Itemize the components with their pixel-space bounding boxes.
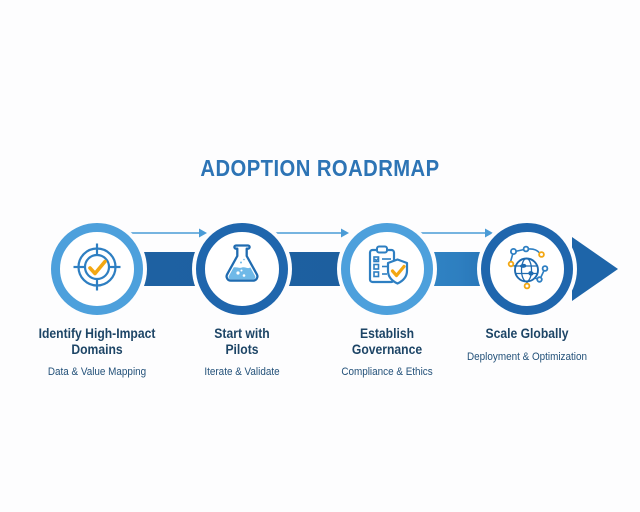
globe-network-icon	[501, 241, 553, 298]
page-title: ADOPTION ROADRMAP	[200, 155, 440, 181]
step-3-subtitle: Compliance & Ethics	[341, 366, 433, 379]
step-4-title: Scale Globally	[485, 326, 569, 341]
connector-arrow-1-icon	[130, 226, 208, 240]
clipboard-shield-icon	[361, 241, 413, 298]
step-4-subtitle: Deployment & Optimization	[467, 350, 587, 363]
step-4-label: Scale Globally Deployment & Optimization	[451, 326, 604, 363]
step-3-label: Establish Governance Compliance & Ethics	[311, 326, 464, 378]
step-2-subtitle: Iterate & Validate	[204, 366, 280, 379]
step-1-label: Identify High-Impact Domains Data & Valu…	[21, 326, 174, 378]
roadmap-band-arrowhead-icon	[572, 237, 618, 301]
connector-arrow-2-icon	[272, 226, 350, 240]
step-circle-4	[481, 223, 573, 315]
connector-arrow-3-icon	[416, 226, 494, 240]
target-check-icon	[71, 241, 123, 298]
flask-icon	[216, 241, 268, 298]
step-circle-2	[196, 223, 288, 315]
step-3-title: Establish Governance	[351, 326, 423, 357]
step-2-label: Start with Pilots Iterate & Validate	[166, 326, 319, 378]
step-1-subtitle: Data & Value Mapping	[47, 366, 147, 379]
step-2-title: Start with Pilots	[214, 326, 270, 357]
step-circle-3	[341, 223, 433, 315]
step-circle-1	[51, 223, 143, 315]
step-1-title: Identify High-Impact Domains	[38, 326, 156, 357]
